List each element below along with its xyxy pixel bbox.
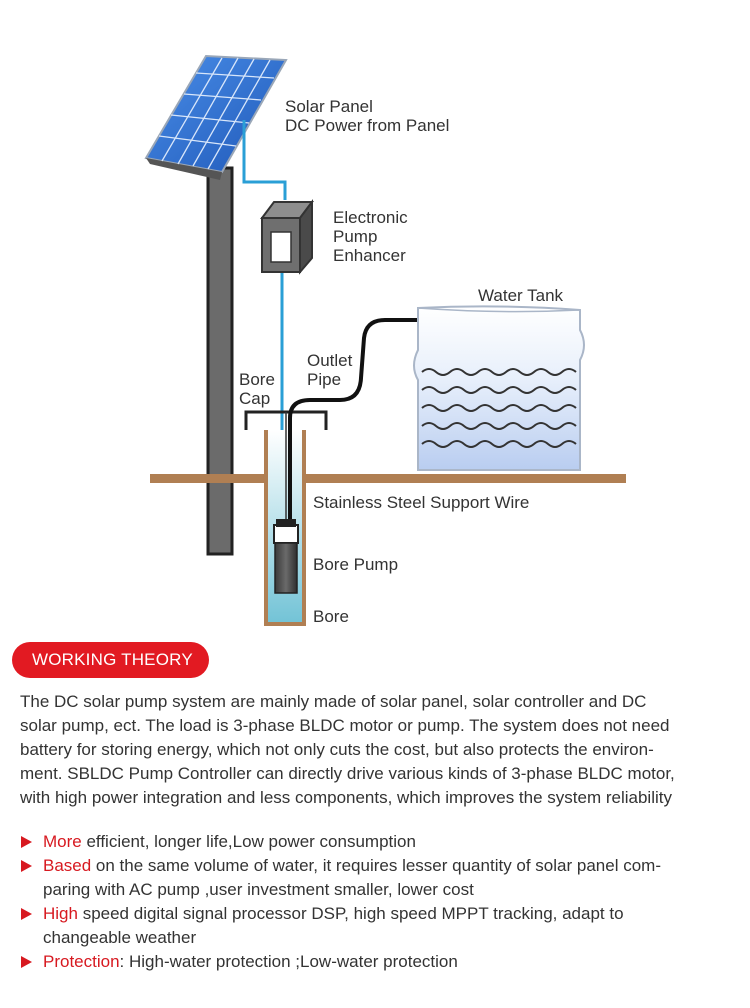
paragraph-line: ment. SBLDC Pump Controller can directly… bbox=[20, 764, 675, 783]
triangle-bullet-icon bbox=[21, 908, 32, 920]
feature-text: speed digital signal processor DSP, high… bbox=[77, 904, 624, 923]
feature-text: efficient, longer life,Low power consump… bbox=[81, 832, 416, 851]
label-bore: Bore bbox=[313, 607, 349, 626]
label-water-tank-line1: Water Tank bbox=[478, 286, 564, 305]
label-pump-enhancer: Electronic Pump Enhancer bbox=[333, 208, 408, 265]
label-bore-pump-line1: Bore Pump bbox=[313, 555, 399, 574]
ground-line bbox=[150, 474, 626, 483]
label-pump-enhancer-line2: Pump bbox=[333, 227, 378, 246]
feature-line: More efficient, longer life,Low power co… bbox=[43, 830, 730, 854]
paragraph-line: battery for storing energy, which not on… bbox=[20, 740, 654, 759]
bore-pump bbox=[273, 519, 299, 594]
working-theory-paragraph: The DC solar pump system are mainly made… bbox=[20, 690, 720, 810]
support-pole bbox=[206, 166, 234, 556]
label-solar-panel-line1: Solar Panel bbox=[285, 97, 373, 116]
dc-cable bbox=[242, 120, 287, 200]
label-pump-enhancer-line3: Enhancer bbox=[333, 246, 406, 265]
triangle-bullet-icon bbox=[21, 860, 32, 872]
feature-line: High speed digital signal processor DSP,… bbox=[43, 902, 730, 926]
label-support-wire-line1: Stainless Steel Support Wire bbox=[313, 493, 530, 512]
label-bore-cap: Bore Cap bbox=[239, 370, 275, 408]
feature-highlight: High bbox=[43, 904, 78, 923]
feature-text: changeable weather bbox=[43, 928, 197, 947]
solar-panel bbox=[144, 54, 288, 180]
label-solar-panel: Solar Panel DC Power from Panel bbox=[285, 97, 449, 135]
triangle-bullet-icon bbox=[21, 836, 32, 848]
feature-text: : High-water protection ;Low-water prote… bbox=[119, 952, 458, 971]
label-pump-enhancer-line1: Electronic bbox=[333, 208, 408, 227]
label-bore-line1: Bore bbox=[313, 607, 349, 626]
feature-highlight: Based bbox=[43, 856, 92, 875]
feature-highlight: Protection bbox=[43, 952, 120, 971]
label-outlet-pipe-line2: Pipe bbox=[307, 370, 342, 389]
feature-list: More efficient, longer life,Low power co… bbox=[20, 830, 730, 974]
paragraph-line: The DC solar pump system are mainly made… bbox=[20, 692, 647, 711]
feature-line: Based on the same volume of water, it re… bbox=[43, 854, 730, 878]
label-bore-cap-line1: Bore bbox=[239, 370, 275, 389]
label-support-wire: Stainless Steel Support Wire bbox=[313, 493, 529, 512]
label-water-tank: Water Tank bbox=[478, 286, 563, 305]
feature-item: High speed digital signal processor DSP,… bbox=[20, 902, 730, 950]
solar-pump-diagram bbox=[144, 54, 626, 626]
label-bore-pump: Bore Pump bbox=[313, 555, 398, 574]
section-title-badge: WORKING THEORY bbox=[12, 642, 209, 678]
pump-enhancer-box bbox=[260, 199, 314, 275]
label-outlet-pipe: Outlet Pipe bbox=[307, 351, 352, 389]
feature-text: paring with AC pump ,user investment sma… bbox=[43, 880, 474, 899]
label-bore-cap-line2: Cap bbox=[239, 389, 271, 408]
paragraph-line: with high power integration and less com… bbox=[20, 788, 672, 807]
feature-item: Based on the same volume of water, it re… bbox=[20, 854, 730, 902]
feature-line: Protection: High-water protection ;Low-w… bbox=[43, 950, 730, 974]
feature-item: More efficient, longer life,Low power co… bbox=[20, 830, 730, 854]
outlet-pipe bbox=[288, 318, 428, 528]
label-outlet-pipe-line1: Outlet bbox=[307, 351, 353, 370]
label-solar-panel-line2: DC Power from Panel bbox=[285, 116, 450, 135]
feature-highlight: More bbox=[43, 832, 82, 851]
water-tank bbox=[413, 305, 585, 471]
paragraph-line: solar pump, ect. The load is 3-phase BLD… bbox=[20, 716, 670, 735]
feature-text: on the same volume of water, it requires… bbox=[91, 856, 661, 875]
feature-item: Protection: High-water protection ;Low-w… bbox=[20, 950, 730, 974]
triangle-bullet-icon bbox=[21, 956, 32, 968]
